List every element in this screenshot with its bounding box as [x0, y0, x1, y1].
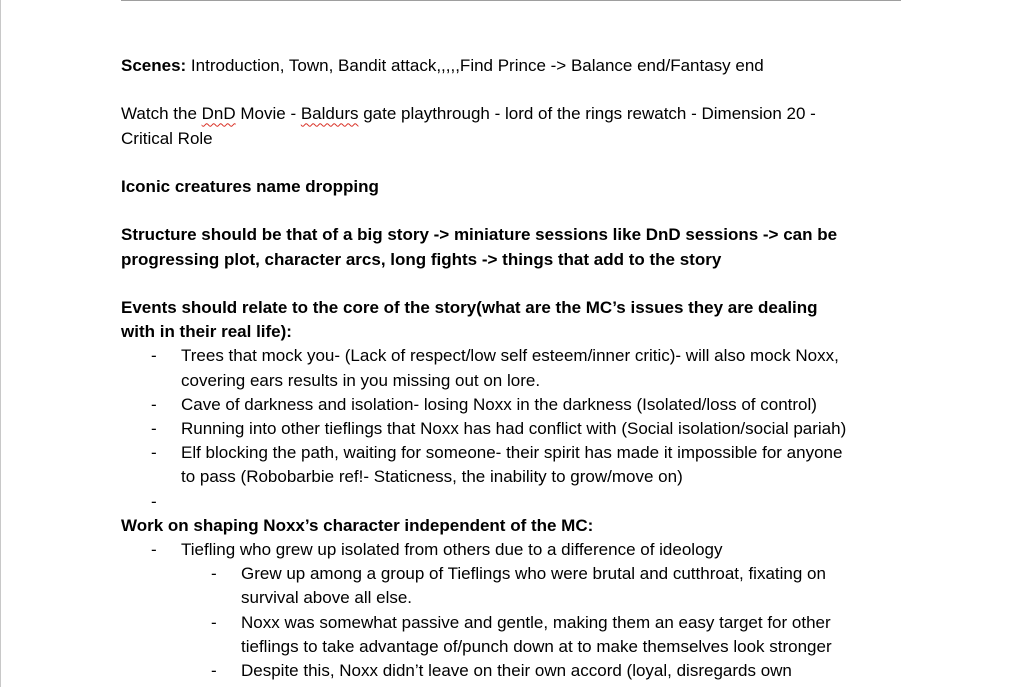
iconic-creatures-heading: Iconic creatures name dropping: [121, 175, 911, 199]
sub-list-item-text: survival above all else.: [241, 588, 413, 608]
list-item-text: Elf blocking the path, waiting for someo…: [181, 443, 843, 463]
sub-list-item-text: Grew up among a group of Tieflings who w…: [241, 564, 826, 584]
sub-list-item: - Grew up among a group of Tieflings who…: [121, 562, 911, 610]
spellcheck-word-baldurs[interactable]: Baldurs: [300, 104, 359, 124]
scenes-text: Introduction, Town, Bandit attack,,,,,Fi…: [186, 56, 764, 75]
structure-text-2: progressing plot, character arcs, long f…: [121, 249, 722, 269]
scenes-paragraph: Scenes: Introduction, Town, Bandit attac…: [121, 54, 911, 78]
scenes-label: Scenes:: [121, 56, 187, 75]
spacer: [121, 199, 911, 223]
header-rule: [121, 0, 901, 1]
spacer: [121, 151, 911, 175]
list-item-text: covering ears results in you missing out…: [181, 370, 541, 390]
sub-list-item: - Noxx was somewhat passive and gentle, …: [121, 611, 911, 659]
watch-text-e: gate playthrough - lord of the rings rew…: [358, 104, 816, 124]
structure-line-2: progressing plot, character arcs, long f…: [121, 248, 911, 272]
bullet-dash: -: [151, 443, 157, 463]
list-item-text: Tiefling who grew up isolated from other…: [181, 539, 723, 559]
bullet-dash: -: [151, 394, 157, 414]
noxx-heading-text: Work on shaping Noxx’s character indepen…: [121, 515, 594, 535]
sub-list-item-text: Noxx was somewhat passive and gentle, ma…: [241, 612, 831, 632]
watch-text-c: Movie -: [235, 104, 301, 124]
sub-list-item-text: tieflings to take advantage of/punch dow…: [241, 636, 832, 656]
spacer: [121, 78, 911, 102]
bullet-dash: -: [151, 491, 157, 511]
watch-paragraph-line-1: Watch the DnD Movie - Baldurs gate playt…: [121, 102, 911, 126]
list-item-text: Trees that mock you- (Lack of respect/lo…: [181, 346, 839, 366]
bullet-dash: -: [151, 346, 157, 366]
bullet-dash: -: [211, 564, 217, 584]
bullet-dash: -: [211, 612, 217, 632]
list-item-text: to pass (Robobarbie ref!- Staticness, th…: [181, 467, 683, 487]
sub-list-item-text: Despite this, Noxx didn’t leave on their…: [241, 661, 792, 680]
bullet-dash: -: [211, 661, 217, 680]
list-item-text: Running into other tieflings that Noxx h…: [181, 418, 847, 438]
bullet-dash: -: [151, 539, 157, 559]
sub-list-item: - Despite this, Noxx didn’t leave on the…: [121, 659, 911, 683]
events-heading-line-1: Events should relate to the core of the …: [121, 296, 911, 320]
list-item: - Trees that mock you- (Lack of respect/…: [121, 344, 911, 392]
spacer: [121, 272, 911, 296]
page-edge: [0, 0, 1, 687]
list-item: - Tiefling who grew up isolated from oth…: [121, 538, 911, 562]
list-item: - Elf blocking the path, waiting for som…: [121, 441, 911, 489]
document-body[interactable]: Scenes: Introduction, Town, Bandit attac…: [121, 54, 911, 683]
list-item-empty: -: [121, 490, 911, 514]
events-heading-text-1: Events should relate to the core of the …: [121, 297, 818, 317]
noxx-heading: Work on shaping Noxx’s character indepen…: [121, 514, 911, 538]
list-item: - Cave of darkness and isolation- losing…: [121, 393, 911, 417]
list-item-text: Cave of darkness and isolation- losing N…: [181, 394, 817, 414]
bullet-dash: -: [151, 418, 157, 438]
iconic-creatures-text: Iconic creatures name dropping: [121, 176, 379, 196]
list-item: - Running into other tieflings that Noxx…: [121, 417, 911, 441]
structure-text-1: Structure should be that of a big story …: [121, 225, 838, 245]
watch-paragraph-line-2: Critical Role: [121, 128, 213, 148]
watch-text-a: Watch the: [121, 104, 202, 124]
spellcheck-word-dnd[interactable]: DnD: [201, 104, 236, 124]
events-heading-text-2: with in their real life):: [121, 322, 292, 342]
structure-line-1: Structure should be that of a big story …: [121, 223, 911, 247]
events-heading-line-2: with in their real life):: [121, 320, 911, 344]
